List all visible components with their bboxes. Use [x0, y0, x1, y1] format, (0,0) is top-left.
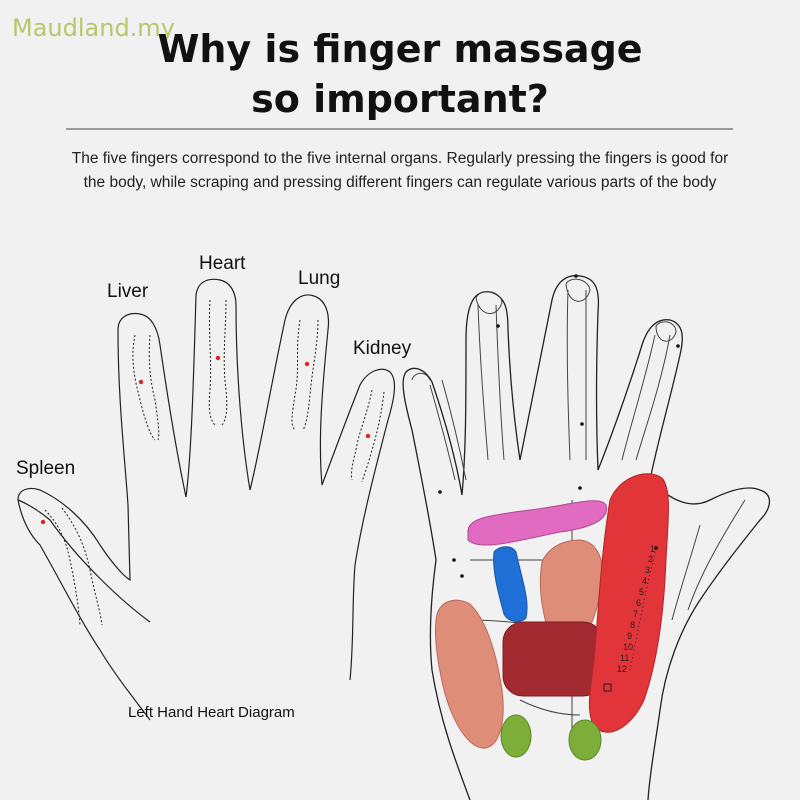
reflex-scale-numbers: 1 2 3 4 5 6 7 8 9 10 11 12 [617, 544, 655, 674]
right-bone-middle-finger [477, 304, 505, 461]
scale-num-7: 7 [633, 609, 638, 619]
left-bone-middle-2 [221, 299, 228, 426]
description: The five fingers correspond to the five … [20, 147, 780, 195]
watermark: Maudland.my [12, 14, 175, 42]
left-bone-middle [208, 299, 216, 426]
description-line-2: the body, while scraping and pressing di… [83, 174, 717, 191]
left-bone-little-2 [361, 391, 385, 483]
left-point-kidney [365, 433, 371, 439]
right-fingernail-little [655, 321, 677, 342]
scale-num-3: 3 [645, 565, 650, 575]
right-bone-index [429, 379, 467, 481]
scale-num-8: 8 [630, 620, 635, 630]
zone-green-right [568, 719, 602, 761]
label-lung: Lung [298, 268, 340, 289]
right-dot-1 [574, 274, 578, 278]
right-dot-5 [580, 422, 584, 426]
scale-num-10: 10 [623, 642, 633, 652]
left-point-heart [215, 355, 221, 361]
right-bone-little-finger [621, 334, 671, 461]
label-kidney: Kidney [353, 338, 412, 359]
reflex-scale-line [629, 547, 657, 671]
right-fingernail-ring [565, 278, 591, 302]
label-liver: Liver [107, 281, 149, 302]
left-point-lung [304, 361, 310, 367]
scale-num-1: 1 [650, 544, 655, 554]
title-line-2: so important? [251, 77, 549, 121]
left-point-liver [138, 379, 144, 385]
zone-pink [467, 500, 607, 546]
left-bone-thumb-2 [61, 507, 103, 626]
left-diagram-caption: Left Hand Heart Diagram [128, 704, 295, 721]
scale-num-9: 9 [627, 631, 632, 641]
right-hand-diagram: 1 2 3 4 5 6 7 8 9 10 11 12 [402, 274, 771, 800]
right-dot-3 [676, 344, 680, 348]
zone-red [588, 473, 669, 733]
right-bone-thumb [671, 499, 746, 621]
scale-num-2: 2 [648, 554, 653, 564]
scale-num-5: 5 [639, 587, 644, 597]
zone-blue [493, 546, 528, 622]
right-dot-2 [496, 324, 500, 328]
title-line-1: Why is finger massage [157, 27, 643, 71]
left-bone-ring [291, 319, 301, 431]
right-fingernail-middle [475, 291, 503, 314]
zone-dark-red [502, 621, 604, 697]
zone-green-left [500, 714, 532, 758]
scale-num-6: 6 [636, 598, 641, 608]
scale-num-4: 4 [642, 576, 647, 586]
left-hand-outline [17, 278, 396, 681]
left-bone-ring-2 [302, 319, 319, 431]
right-dot-4 [438, 490, 442, 494]
scale-num-11: 11 [620, 653, 629, 663]
right-dot-7 [452, 558, 456, 562]
description-line-1: The five fingers correspond to the five … [71, 150, 729, 167]
scale-num-12: 12 [617, 664, 627, 674]
left-bone-little [351, 389, 373, 481]
left-bone-thumb [44, 509, 81, 626]
left-bone-index [132, 334, 156, 441]
zone-salmon-left [435, 599, 504, 749]
reflex-box-marker [603, 683, 612, 692]
right-dot-9 [654, 546, 658, 550]
left-point-spleen [40, 519, 46, 525]
right-fingernail-index [411, 372, 431, 381]
left-thumb-outline [17, 499, 151, 721]
zone-salmon-center [539, 539, 603, 631]
right-bone-ring-finger [566, 289, 587, 461]
right-dot-6 [578, 486, 582, 490]
right-hand-outline [402, 275, 771, 800]
divider [66, 128, 733, 130]
label-heart: Heart [199, 253, 246, 274]
label-spleen: Spleen [16, 458, 75, 479]
left-hand-diagram [17, 278, 396, 721]
left-bone-index-2 [148, 334, 160, 441]
right-dot-8 [460, 574, 464, 578]
page-title: Why is finger massage so important? [0, 24, 800, 124]
